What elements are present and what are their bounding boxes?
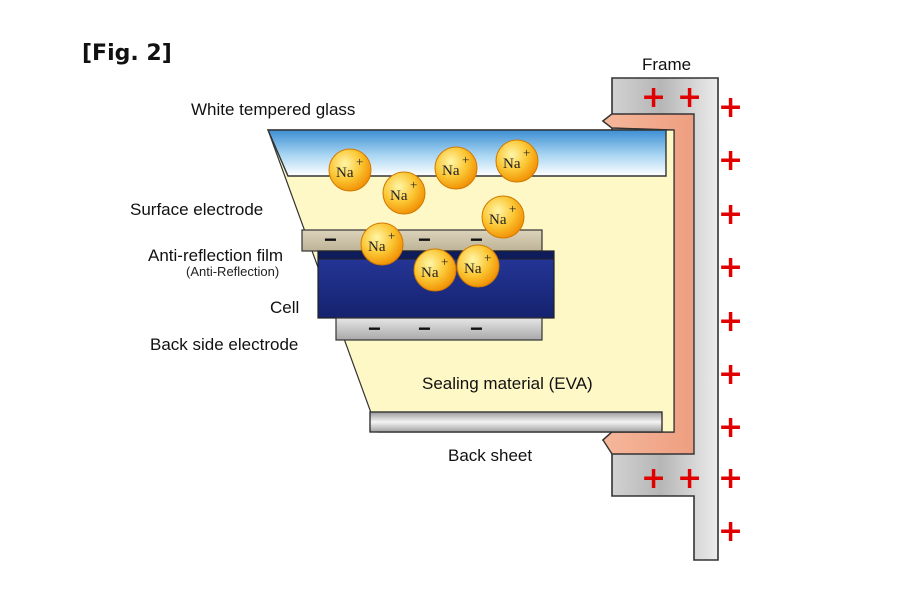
sodium-ion: Na +: [434, 146, 478, 190]
back-sheet-layer: [369, 411, 663, 433]
svg-text:Na: Na: [489, 212, 507, 228]
svg-text:Na: Na: [368, 239, 386, 255]
positive-charge: +: [718, 357, 743, 392]
positive-charge: +: [677, 461, 702, 496]
glass-label: White tempered glass: [191, 100, 355, 119]
svg-text:+: +: [410, 177, 417, 192]
svg-text:+: +: [356, 154, 363, 169]
anti-reflection-label: Anti-reflection film: [148, 246, 283, 265]
svg-text:Na: Na: [421, 265, 439, 281]
negative-sign: −: [324, 227, 337, 252]
svg-text:+: +: [388, 228, 395, 243]
positive-charge: +: [718, 197, 743, 232]
negative-sign: −: [418, 316, 431, 341]
back-electrode-label: Back side electrode: [150, 335, 298, 354]
svg-text:Na: Na: [442, 163, 460, 179]
figure-label: [Fig. 2]: [82, 41, 172, 66]
negative-sign: −: [368, 316, 381, 341]
frame-label: Frame: [642, 55, 691, 74]
svg-text:Na: Na: [390, 188, 408, 204]
back-electrode-layer: [335, 317, 543, 341]
sodium-ion: Na +: [360, 222, 404, 266]
svg-text:+: +: [509, 201, 516, 216]
sodium-ion: Na +: [456, 244, 500, 288]
negative-sign: −: [418, 227, 431, 252]
positive-charge: +: [718, 143, 743, 178]
positive-charge: +: [718, 90, 743, 125]
negative-sign: −: [470, 316, 483, 341]
positive-charge: +: [641, 80, 666, 115]
positive-charge: +: [677, 80, 702, 115]
positive-charge: +: [718, 304, 743, 339]
positive-charge: +: [641, 461, 666, 496]
sodium-ion: Na +: [495, 139, 539, 183]
anti-reflection-sub-label: (Anti-Reflection): [186, 264, 279, 279]
sodium-ion: Na +: [328, 148, 372, 192]
cell-label: Cell: [270, 298, 299, 317]
svg-text:+: +: [484, 250, 491, 265]
svg-text:+: +: [441, 254, 448, 269]
svg-text:Na: Na: [464, 261, 482, 277]
surface-electrode-label: Surface electrode: [130, 200, 263, 219]
sodium-ion: Na +: [382, 171, 426, 215]
sealing-label: Sealing material (EVA): [422, 374, 593, 393]
sodium-ion: Na +: [481, 195, 525, 239]
back-sheet-label: Back sheet: [448, 446, 532, 465]
svg-text:Na: Na: [336, 165, 354, 181]
sodium-ion: Na +: [413, 248, 457, 292]
positive-charge: +: [718, 410, 743, 445]
positive-charge: +: [718, 514, 743, 549]
svg-text:+: +: [462, 152, 469, 167]
positive-charge: +: [718, 250, 743, 285]
svg-text:Na: Na: [503, 156, 521, 172]
svg-text:+: +: [523, 145, 530, 160]
positive-charge: +: [718, 461, 743, 496]
